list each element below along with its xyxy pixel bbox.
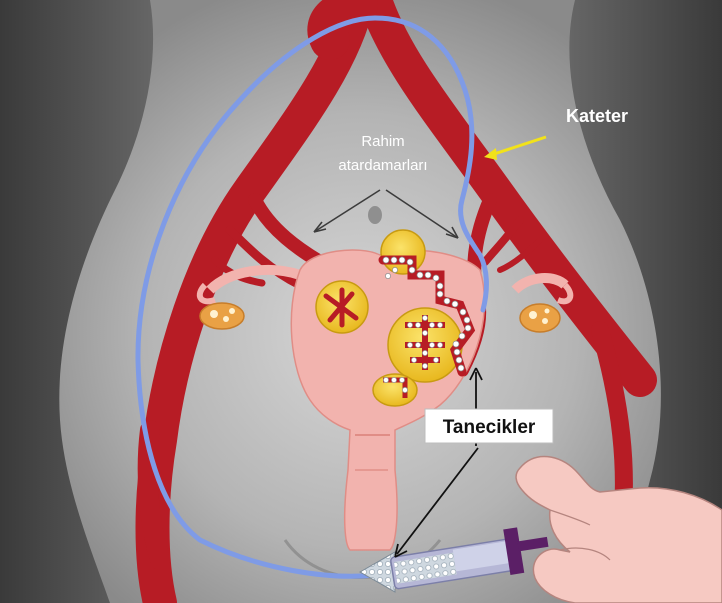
particles-label: Tanecikler [443, 417, 536, 438]
catheter-label: Kateter [566, 106, 628, 126]
arteries-label-line2: atardamarları [338, 157, 427, 174]
navel [368, 206, 382, 224]
left-ovary [200, 303, 244, 329]
right-ovary [520, 304, 560, 332]
arteries-label-line1: Rahim [361, 133, 404, 150]
fibroid-top [381, 230, 425, 274]
